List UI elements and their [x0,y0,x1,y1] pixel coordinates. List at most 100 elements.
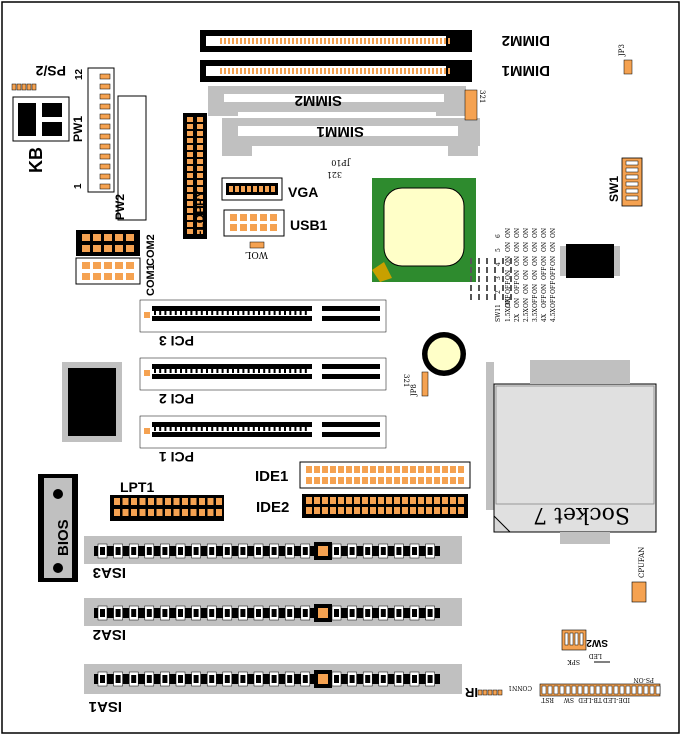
sw1-table-cell: 4X [541,313,548,322]
com1-pin [104,262,112,269]
sw1-table-cell: OFF [550,281,557,294]
sw1-table-cell: ON [550,228,557,238]
isa-slot-pin [146,675,152,683]
isa-slot-pin [271,547,277,555]
sw2-key [564,632,569,646]
ide2-pin [314,507,320,514]
table-mark [470,294,472,300]
pci-slot-pin [289,427,292,431]
pci-slot-pin [200,311,203,315]
pci-slot-pin [237,427,240,431]
pci-slot-key [144,370,150,376]
isa-slot-pin [334,675,339,683]
table-mark [470,258,472,264]
dimm-pin [340,68,342,74]
wol-label: WOL [245,249,268,259]
ide1-pin [354,466,360,473]
ide1-pin [370,466,376,473]
pci-slot-pin [190,427,193,431]
ide2-pin [450,497,456,504]
dimm-pin [408,68,410,74]
dimm-pin [240,38,242,44]
lpt-pin [165,509,171,516]
dimm-pin [316,68,318,74]
table-mark [510,267,512,273]
sw1-key [625,160,639,166]
sw1-table-cell: 4.5X [550,307,557,322]
isa-slot-pin [100,609,105,617]
pci-slot-pin [252,427,255,431]
dimm-pin [252,38,254,44]
sw1-table-cell: ON [505,256,512,266]
pci-slot-pins [152,364,312,369]
isa3-label: ISA3 [93,564,126,581]
pci-slot-pin [268,311,271,315]
sw1-settings-table: SW11234561.5X/3XOFFOFFONONONON2XONOFFONO… [495,228,557,322]
floppy-pin [197,194,203,199]
ide1-pin [394,477,400,484]
sw1-table-cell: OFF [505,281,512,294]
ide1-pin [450,477,456,484]
sw1-table-cell: ON [523,270,530,280]
table-mark [502,285,504,291]
dimm-pin [284,38,286,44]
usb-pin [230,224,237,231]
front-panel-pin [643,685,649,695]
isa-slot-pin [396,675,402,683]
floppy-pin [197,187,203,192]
com1-pin [82,273,90,280]
isa-slot-pin [100,547,105,555]
com1-pin [115,262,123,269]
pw1-pin [99,183,111,190]
table-mark [470,285,472,291]
floppy-pin [197,117,203,122]
pci1-label: PCI 1 [159,449,194,465]
pw1-pin [99,153,111,160]
sw1-key [625,174,639,180]
table-mark [486,276,488,282]
ide2-pin [346,497,352,504]
pci-slot-pin [221,369,224,373]
pci-slot-pin [154,311,156,315]
vga-pin [241,186,245,192]
sw2-key [579,632,584,646]
pci-slot-pin [200,369,203,373]
com2-pin [115,245,123,252]
com1-label: COM1 [145,264,157,296]
pw1-pin [99,93,111,100]
isa-slot-pin [162,609,168,617]
usb-pin [240,224,247,231]
dimm-pin [444,38,446,44]
front-panel-pin [601,685,607,695]
table-mark [478,258,480,264]
front-panel-connector [539,661,661,697]
isa-slot-pin [131,609,137,617]
jp10-pins-label: 321 [327,170,342,179]
dimm-pin [328,68,330,74]
ide2-pin [378,507,384,514]
dimm-pin [416,68,418,74]
dimm-pin [352,38,354,44]
ide1-pin [378,477,384,484]
floppy-pin [197,138,203,143]
ide2-pin [402,497,408,504]
pw1-pin [99,163,111,170]
sw1-table-header: SW1 [495,308,502,322]
usb-pin [260,224,267,231]
com2-pin [82,245,90,252]
vga-pin [235,186,239,192]
pci-slot-pin [273,369,276,373]
isa-slot-pin [380,609,386,617]
lpt1-label: LPT1 [120,479,154,495]
dimm-pin [292,68,294,74]
pci-slot-pin [216,427,219,431]
dimm-pin [304,38,306,44]
sw1-table-cell: OFF [514,281,521,294]
pw1-pin [99,113,111,120]
usb-pin [270,224,277,231]
sw1-table-cell: ON [514,270,521,280]
ide1-pin [410,466,416,473]
dimm-pin [412,38,414,44]
pci-slot-pin [237,311,240,315]
dimm-pin [296,38,298,44]
